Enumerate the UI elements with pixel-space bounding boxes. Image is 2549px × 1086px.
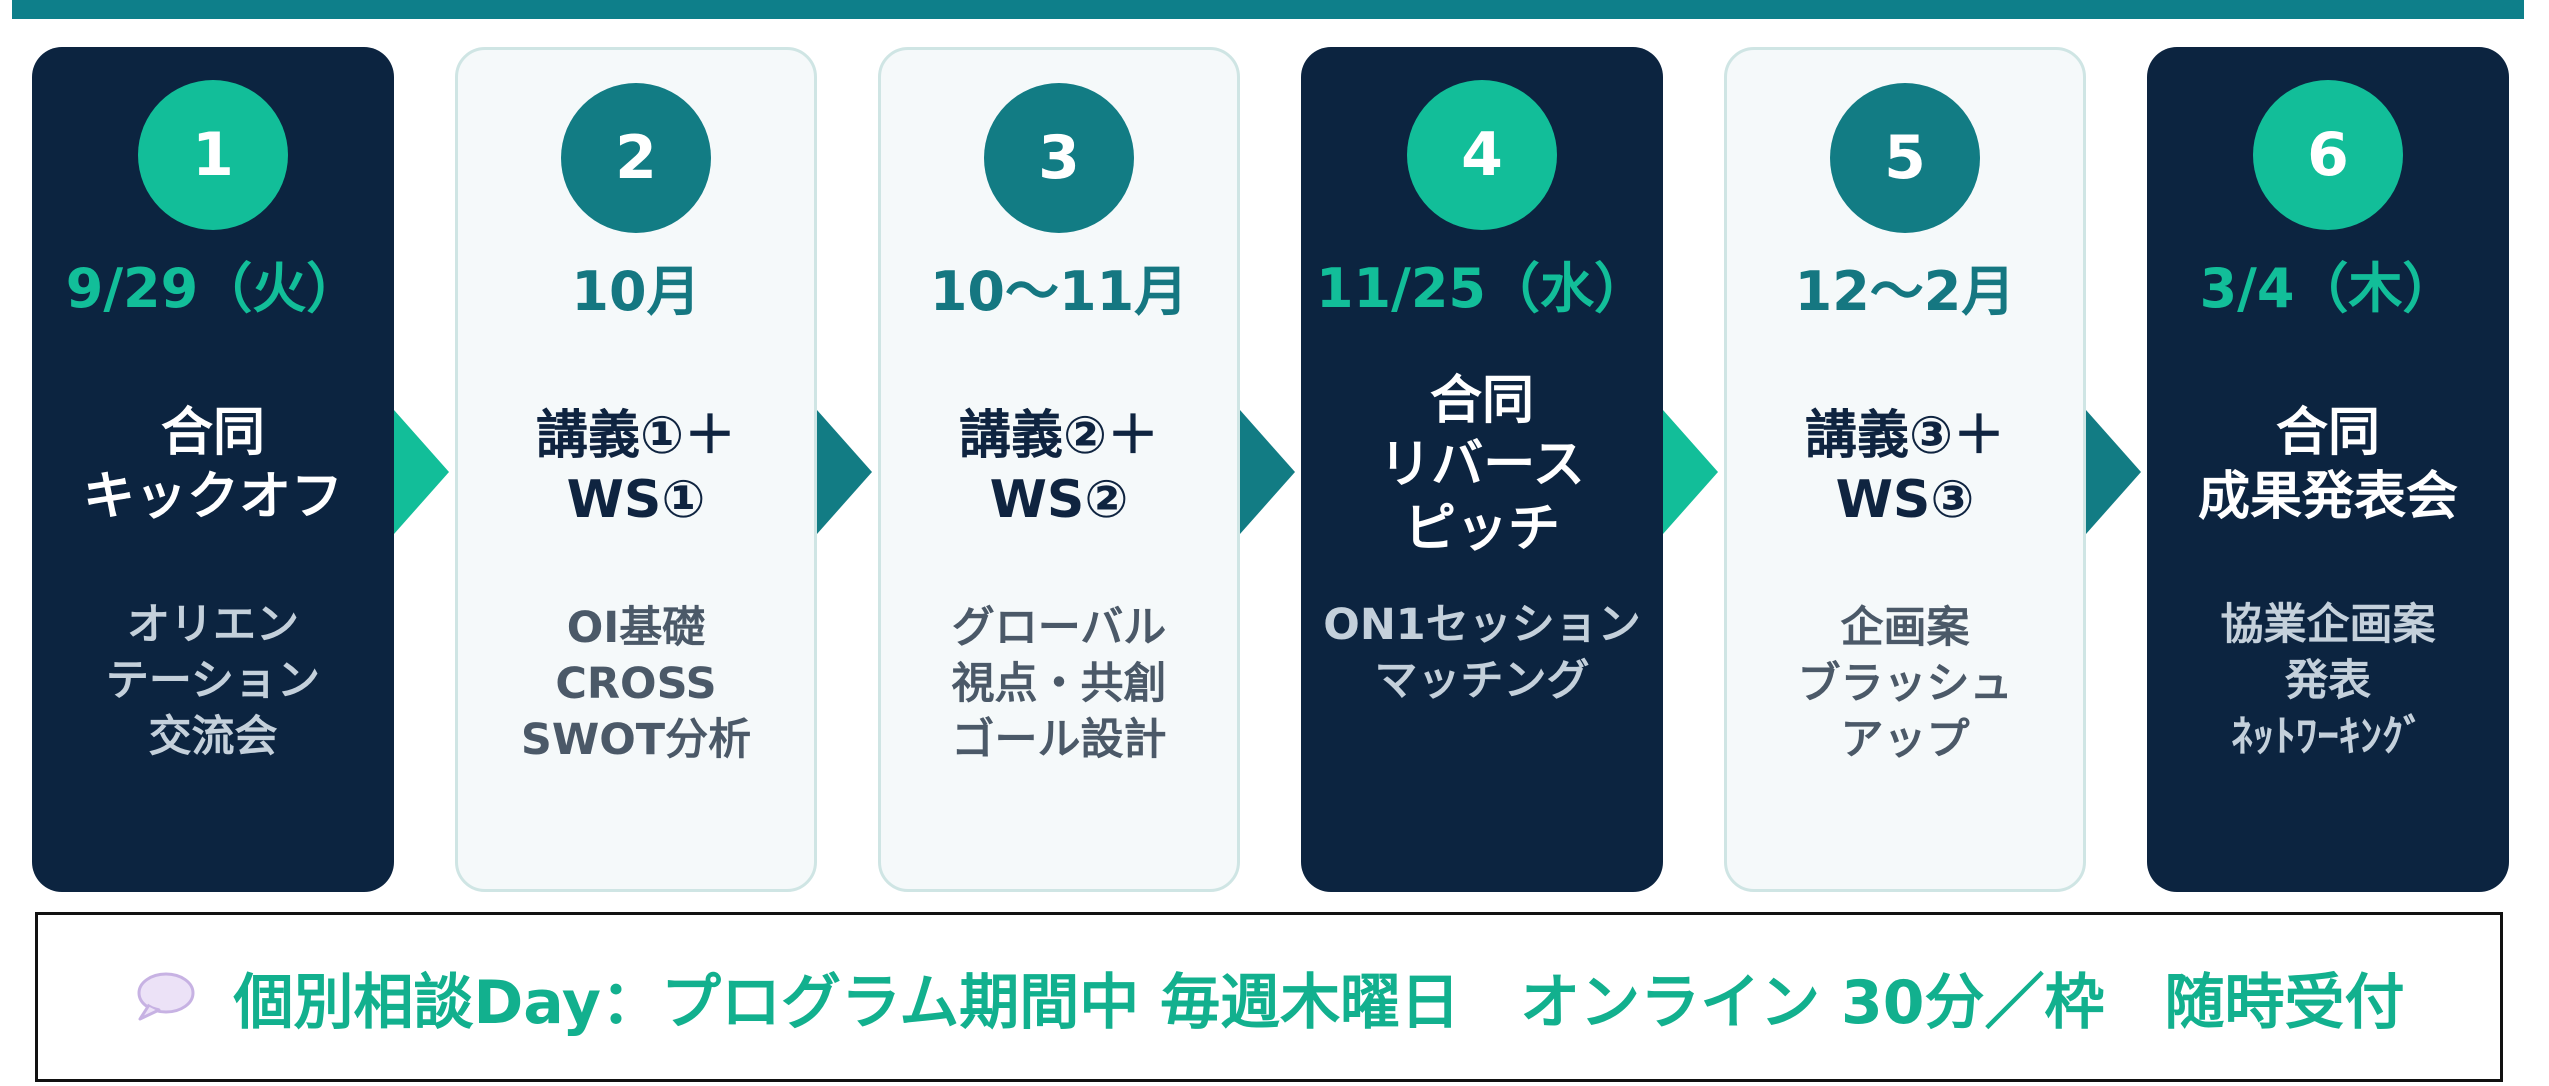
step-date: 11/25（水）: [1315, 257, 1648, 320]
step-title-line: 講義③＋: [1804, 405, 2006, 466]
step-date: 10〜11月: [929, 260, 1189, 323]
step-card-5: 5 12〜2月 講義③＋ WS③ 企画案 ブラッシュ アップ: [1724, 47, 2086, 892]
step-number-badge: 6: [2253, 80, 2403, 230]
step-title-line: WS①: [566, 469, 706, 530]
step-desc-line: SWOT分析: [520, 715, 752, 765]
step-description: 企画案 ブラッシュ アップ: [1727, 600, 2083, 768]
step-desc-line: オリエン: [127, 600, 299, 650]
top-accent-bar: [12, 0, 2524, 19]
step-date: 10月: [571, 260, 701, 323]
step-title: 合同 成果発表会: [2147, 337, 2509, 592]
step-title-line: WS③: [1835, 469, 1975, 530]
step-desc-line: グローバル: [951, 603, 1167, 653]
chevron-right-icon: [817, 410, 872, 534]
step-title-line: 合同: [160, 402, 265, 463]
step-title: 講義①＋ WS①: [458, 340, 814, 595]
step-number-badge: 4: [1407, 80, 1557, 230]
step-description: 協業企画案 発表 ﾈｯﾄﾜｰｷﾝｸﾞ: [2147, 597, 2509, 765]
step-title-line: 講義①＋: [535, 405, 737, 466]
step-desc-line: 発表: [2285, 656, 2371, 706]
step-date: 9/29（火）: [65, 257, 361, 320]
step-title: 講義③＋ WS③: [1727, 340, 2083, 595]
chevron-right-icon: [394, 410, 449, 534]
step-card-2: 2 10月 講義①＋ WS① OI基礎 CROSS SWOT分析: [455, 47, 817, 892]
step-title-line: 成果発表会: [2197, 466, 2458, 527]
step-desc-line: アップ: [1840, 715, 1970, 765]
speech-bubble-icon: [137, 972, 195, 1021]
chevron-right-icon: [2086, 410, 2141, 534]
step-title: 合同 リバース ピッチ: [1301, 337, 1663, 592]
consultation-text: 個別相談Day：プログラム期間中 毎週木曜日 オンライン 30分／枠 随時受付: [233, 967, 2405, 1038]
chevron-right-icon: [1663, 410, 1718, 534]
step-title-line: リバース: [1379, 434, 1585, 495]
step-desc-line: マッチング: [1374, 656, 1590, 706]
step-desc-line: テーション: [105, 656, 321, 706]
step-desc-line: OI基礎: [566, 603, 706, 653]
step-date: 3/4（木）: [2199, 257, 2457, 320]
step-number-badge: 1: [138, 80, 288, 230]
step-desc-line: ON1セッション: [1323, 600, 1641, 650]
step-title-line: 講義②＋: [958, 405, 1160, 466]
step-desc-line: 企画案: [1840, 603, 1970, 653]
step-title: 講義②＋ WS②: [881, 340, 1237, 595]
step-description: ON1セッション マッチング: [1301, 597, 1663, 709]
step-title: 合同 キックオフ: [32, 337, 394, 592]
step-title-line: WS②: [989, 469, 1129, 530]
chevron-right-icon: [1240, 410, 1295, 534]
step-number-badge: 2: [561, 83, 711, 233]
step-card-1: 1 9/29（火） 合同 キックオフ オリエン テーション 交流会: [32, 47, 394, 892]
step-title-line: ピッチ: [1403, 498, 1560, 559]
step-title-line: 合同: [1429, 370, 1534, 431]
step-number-badge: 3: [984, 83, 1134, 233]
step-card-6: 6 3/4（木） 合同 成果発表会 協業企画案 発表 ﾈｯﾄﾜｰｷﾝｸﾞ: [2147, 47, 2509, 892]
step-desc-line: ﾈｯﾄﾜｰｷﾝｸﾞ: [2231, 712, 2425, 762]
step-title-line: 合同: [2275, 402, 2380, 463]
step-description: OI基礎 CROSS SWOT分析: [458, 600, 814, 768]
step-desc-line: 交流会: [148, 712, 278, 762]
step-title-line: キックオフ: [82, 466, 343, 527]
step-desc-line: 協業企画案: [2220, 600, 2436, 650]
step-card-3: 3 10〜11月 講義②＋ WS② グローバル 視点・共創 ゴール設計: [878, 47, 1240, 892]
step-description: グローバル 視点・共創 ゴール設計: [881, 600, 1237, 768]
step-desc-line: ゴール設計: [951, 715, 1167, 765]
step-desc-line: ブラッシュ: [1797, 659, 2013, 709]
step-desc-line: CROSS: [555, 659, 717, 709]
step-desc-line: 視点・共創: [951, 659, 1167, 709]
step-date: 12〜2月: [1794, 260, 2016, 323]
step-description: オリエン テーション 交流会: [32, 597, 394, 765]
consultation-banner: 個別相談Day：プログラム期間中 毎週木曜日 オンライン 30分／枠 随時受付: [35, 912, 2503, 1082]
step-number-badge: 5: [1830, 83, 1980, 233]
step-card-4: 4 11/25（水） 合同 リバース ピッチ ON1セッション マッチング: [1301, 47, 1663, 892]
